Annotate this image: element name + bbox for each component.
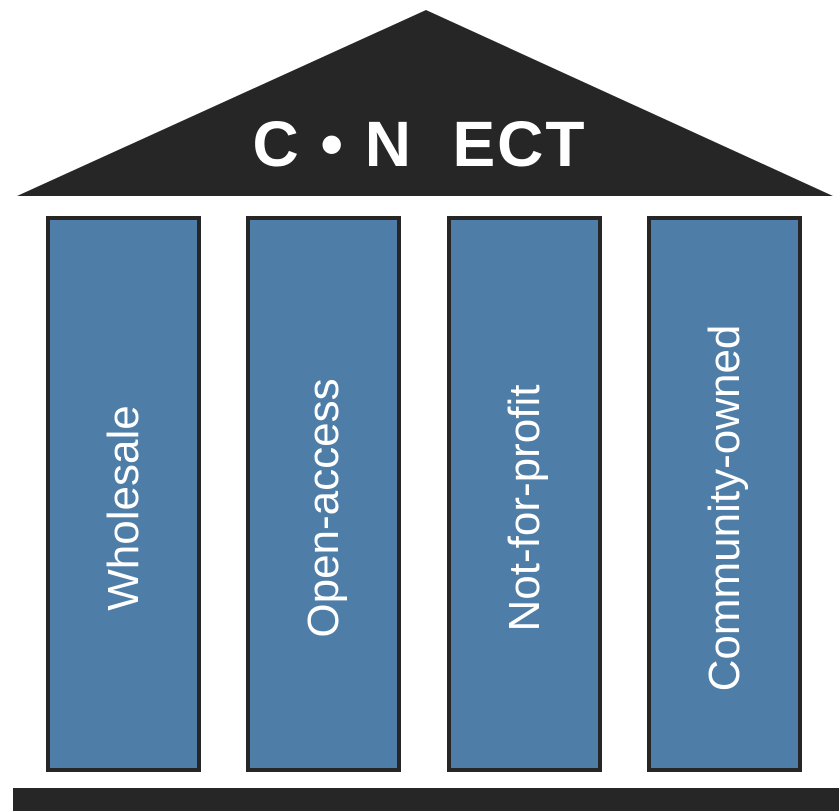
pillar-wholesale: Wholesale xyxy=(46,216,201,772)
roof-title: C • N ECT xyxy=(252,108,587,180)
pillar-label: Not-for-profit xyxy=(499,384,549,632)
pillar-community-owned: Community-owned xyxy=(647,216,802,772)
roof-triangle xyxy=(17,10,833,196)
pillar-label: Open-access xyxy=(298,378,348,638)
pillar-not-for-profit: Not-for-profit xyxy=(447,216,602,772)
pillar-label: Community-owned xyxy=(699,324,749,692)
foundation-base xyxy=(13,788,839,811)
pillar-open-access: Open-access xyxy=(246,216,401,772)
roof: C • N ECT xyxy=(0,0,839,200)
pillar-label: Wholesale xyxy=(98,405,148,611)
